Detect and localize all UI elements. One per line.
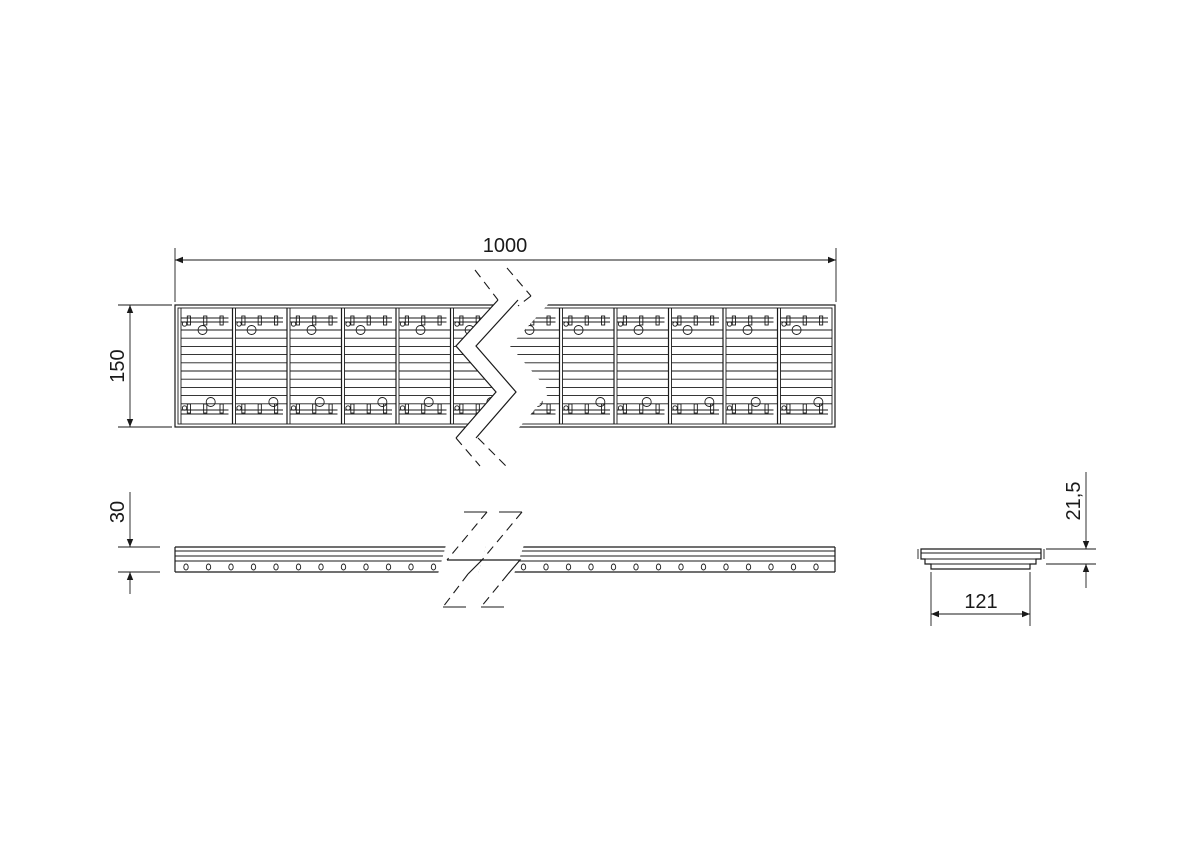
bolt-hole: [595, 397, 606, 407]
bolt-hole: [314, 397, 325, 407]
width-label: 150: [107, 349, 129, 382]
bolt-hole: [641, 397, 652, 407]
drain-slot: [543, 563, 549, 571]
bolt-hole: [791, 325, 802, 335]
bolt-hole: [377, 397, 388, 407]
drain-slot: [700, 563, 707, 571]
height-dimension: 30: [107, 492, 160, 594]
grating-module: [180, 308, 233, 424]
drain-slot: [183, 563, 189, 571]
drain-slot: [813, 563, 819, 571]
length-dimension: 1000: [174, 235, 837, 302]
drain-slot: [273, 563, 279, 571]
drain-slot: [318, 563, 324, 571]
section-width-dimension: 121: [930, 572, 1031, 626]
drain-slot: [745, 563, 752, 571]
drain-slot: [340, 563, 347, 571]
bolt-hole: [573, 325, 584, 335]
bolt-hole: [205, 397, 216, 407]
drain-slot: [228, 563, 234, 571]
side-break-right: [480, 559, 522, 575]
break-line-right: [475, 299, 519, 439]
drain-slot: [295, 563, 302, 571]
bolt-hole: [306, 325, 317, 335]
width-dimension: 150: [107, 304, 172, 428]
drain-slot: [678, 563, 684, 571]
grating-module: [613, 308, 669, 424]
drain-slot: [385, 563, 392, 571]
grating-module: [231, 308, 287, 424]
grating-top-view: [174, 267, 836, 467]
length-label: 1000: [483, 235, 528, 257]
section-height-label: 21,5: [1063, 482, 1085, 521]
grating-module: [340, 308, 396, 424]
drain-slot: [205, 563, 212, 571]
drain-slot: [610, 563, 617, 571]
grating-module: [286, 308, 342, 424]
bolt-hole: [682, 325, 693, 335]
bolt-hole: [633, 325, 644, 335]
bolt-hole: [750, 397, 761, 407]
bolt-hole: [423, 397, 434, 407]
drain-slot: [363, 563, 369, 571]
drain-slot: [588, 563, 594, 571]
section-height-dimension: 21,5: [1046, 472, 1096, 588]
break-line-left: [455, 299, 499, 439]
grating-module: [722, 308, 778, 424]
grating-module: [667, 308, 723, 424]
drain-slot: [430, 563, 437, 571]
bolt-hole: [268, 397, 279, 407]
grating-cross-section: [917, 548, 1045, 570]
drain-slot: [520, 563, 527, 571]
grating-module: [776, 308, 832, 424]
bolt-hole: [742, 325, 753, 335]
drain-slot: [250, 563, 257, 571]
drain-slot: [768, 563, 774, 571]
drain-slot: [408, 563, 414, 571]
drain-slot: [723, 563, 729, 571]
bolt-hole: [246, 325, 257, 335]
grating-module: [395, 308, 451, 424]
drain-slot: [790, 563, 797, 571]
bolt-hole: [524, 325, 535, 335]
height-label: 30: [107, 501, 129, 523]
drain-slot: [565, 563, 572, 571]
grating-module: [558, 308, 614, 424]
drain-slot: [655, 563, 662, 571]
bolt-hole: [813, 397, 824, 407]
bolt-hole: [355, 325, 366, 335]
bolt-hole: [704, 397, 715, 407]
drain-slot: [633, 563, 639, 571]
section-width-label: 121: [964, 591, 997, 613]
bolt-hole: [415, 325, 426, 335]
grating-side-view: [174, 511, 836, 608]
bolt-hole: [197, 325, 208, 335]
